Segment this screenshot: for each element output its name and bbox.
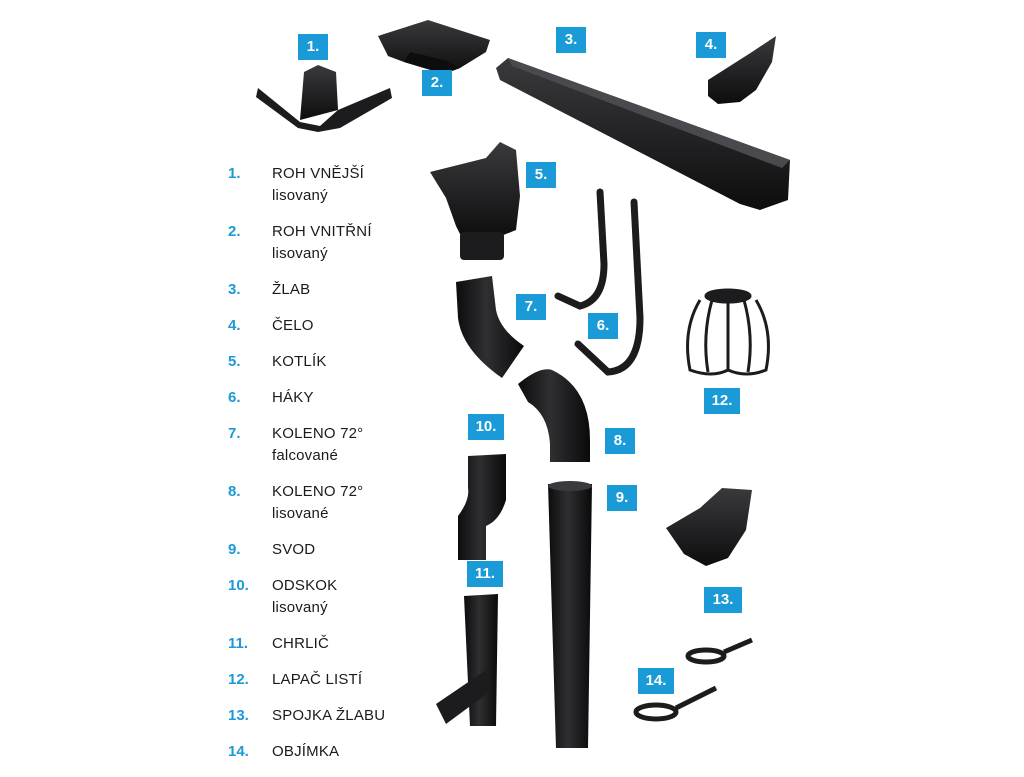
badge-3: 3. xyxy=(556,27,586,53)
badge-2: 2. xyxy=(422,70,452,96)
legend-number: 10. xyxy=(228,577,249,594)
legend-label: ROH VNITŘNÍ xyxy=(272,223,372,240)
badge-4: 4. xyxy=(696,32,726,58)
legend-label: CHRLIČ xyxy=(272,635,330,652)
legend-sublabel: lisovaný xyxy=(272,599,328,616)
legend-label: OBJÍMKA xyxy=(272,743,340,760)
legend-number: 14. xyxy=(228,743,249,760)
badge-13: 13. xyxy=(704,587,742,613)
legend-item: 4. ČELO xyxy=(228,315,385,337)
legend-sublabel: lisovaný xyxy=(272,187,328,204)
part-offset xyxy=(458,454,506,560)
legend-item: 10. ODSKOK lisovaný xyxy=(228,575,385,619)
legend-item: 8. KOLENO 72° lisované xyxy=(228,481,385,525)
part-diverter xyxy=(436,594,498,726)
legend-item: 13. SPOJKA ŽLABU xyxy=(228,705,385,727)
legend-label: ŽLAB xyxy=(272,281,311,298)
legend-label: SVOD xyxy=(272,541,316,558)
badge-9: 9. xyxy=(607,485,637,511)
legend-label: ROH VNĚJŠÍ xyxy=(272,165,365,182)
legend-number: 7. xyxy=(228,425,241,442)
badge-7: 7. xyxy=(516,294,546,320)
legend-item: 9. SVOD xyxy=(228,539,385,561)
legend-item: 7. KOLENO 72° falcované xyxy=(228,423,385,467)
legend-label: KOLENO 72° xyxy=(272,483,364,500)
part-downpipe xyxy=(548,481,592,748)
legend-sublabel: lisované xyxy=(272,505,329,522)
legend-number: 6. xyxy=(228,389,241,406)
legend-label: ČELO xyxy=(272,317,314,334)
badge-6: 6. xyxy=(588,313,618,339)
badge-12: 12. xyxy=(704,388,740,414)
legend-number: 2. xyxy=(228,223,241,240)
part-outlet xyxy=(430,142,520,260)
legend-item: 14. OBJÍMKA xyxy=(228,741,385,763)
part-gutter xyxy=(496,58,790,210)
part-hooks xyxy=(554,188,644,376)
badge-1: 1. xyxy=(298,34,328,60)
part-elbow-2 xyxy=(518,369,590,462)
legend-number: 3. xyxy=(228,281,241,298)
legend-number: 8. xyxy=(228,483,241,500)
part-outer-corner xyxy=(256,65,392,132)
part-end-cap xyxy=(708,36,776,104)
part-elbow-1 xyxy=(456,276,524,378)
legend-label: KOLENO 72° xyxy=(272,425,364,442)
part-gutter-joiner xyxy=(666,488,752,566)
badge-11: 11. xyxy=(467,561,503,587)
legend-number: 5. xyxy=(228,353,241,370)
part-inner-corner xyxy=(378,20,490,74)
legend-number: 12. xyxy=(228,671,249,688)
legend-number: 1. xyxy=(228,165,241,182)
badge-8: 8. xyxy=(605,428,635,454)
legend-sublabel: lisovaný xyxy=(272,245,328,262)
legend-number: 13. xyxy=(228,707,249,724)
legend-label: KOTLÍK xyxy=(272,353,327,370)
legend-sublabel: falcované xyxy=(272,447,339,464)
legend-item: 6. HÁKY xyxy=(228,387,385,409)
legend-number: 9. xyxy=(228,541,241,558)
legend-item: 1. ROH VNĚJŠÍ lisovaný xyxy=(228,163,385,207)
legend-label: HÁKY xyxy=(272,389,314,406)
legend-item: 5. KOTLÍK xyxy=(228,351,385,373)
legend-label: SPOJKA ŽLABU xyxy=(272,707,386,724)
legend-label: LAPAČ LISTÍ xyxy=(272,671,363,688)
legend-item: 3. ŽLAB xyxy=(228,279,385,301)
legend-number: 4. xyxy=(228,317,241,334)
part-brackets xyxy=(633,637,753,722)
legend-item: 2. ROH VNITŘNÍ lisovaný xyxy=(228,221,385,265)
badge-5: 5. xyxy=(526,162,556,188)
legend-number: 11. xyxy=(228,635,249,652)
legend-item: 11. CHRLIČ xyxy=(228,633,385,655)
badge-10: 10. xyxy=(468,414,504,440)
badge-14: 14. xyxy=(638,668,674,694)
parts-legend: 1. ROH VNĚJŠÍ lisovaný 2. ROH VNITŘNÍ lisova… xyxy=(228,163,385,777)
legend-item: 12. LAPAČ LISTÍ xyxy=(228,669,385,691)
part-leaf-guard xyxy=(686,288,770,376)
legend-label: ODSKOK xyxy=(272,577,338,594)
